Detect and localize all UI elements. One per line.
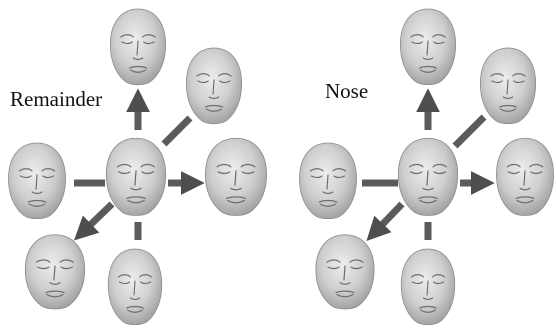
- average-face: [105, 137, 167, 217]
- variant-face-bottom-left: [315, 234, 375, 310]
- variant-face-left: [298, 142, 358, 220]
- variant-face-top: [109, 8, 167, 86]
- variant-face-top-right: [185, 47, 243, 125]
- variant-face-right: [204, 137, 268, 217]
- arrow-down-left: [366, 201, 405, 242]
- variant-face-top: [399, 8, 457, 86]
- variant-face-bottom-left: [24, 234, 86, 310]
- connector-top-right: [161, 115, 193, 147]
- variant-face-bottom: [400, 248, 456, 326]
- connector-top-right: [452, 114, 487, 149]
- panel-remainder: Remainder: [7, 8, 268, 326]
- arrow-down-left: [73, 201, 115, 241]
- panel-label-nose: Nose: [325, 79, 368, 103]
- average-face: [397, 137, 459, 217]
- panel-nose: Nose: [298, 8, 555, 326]
- variant-face-right: [495, 137, 555, 217]
- variant-face-left: [7, 142, 67, 220]
- variant-face-bottom: [107, 248, 163, 326]
- variant-face-top-right: [479, 47, 537, 125]
- panel-label-remainder: Remainder: [10, 87, 102, 111]
